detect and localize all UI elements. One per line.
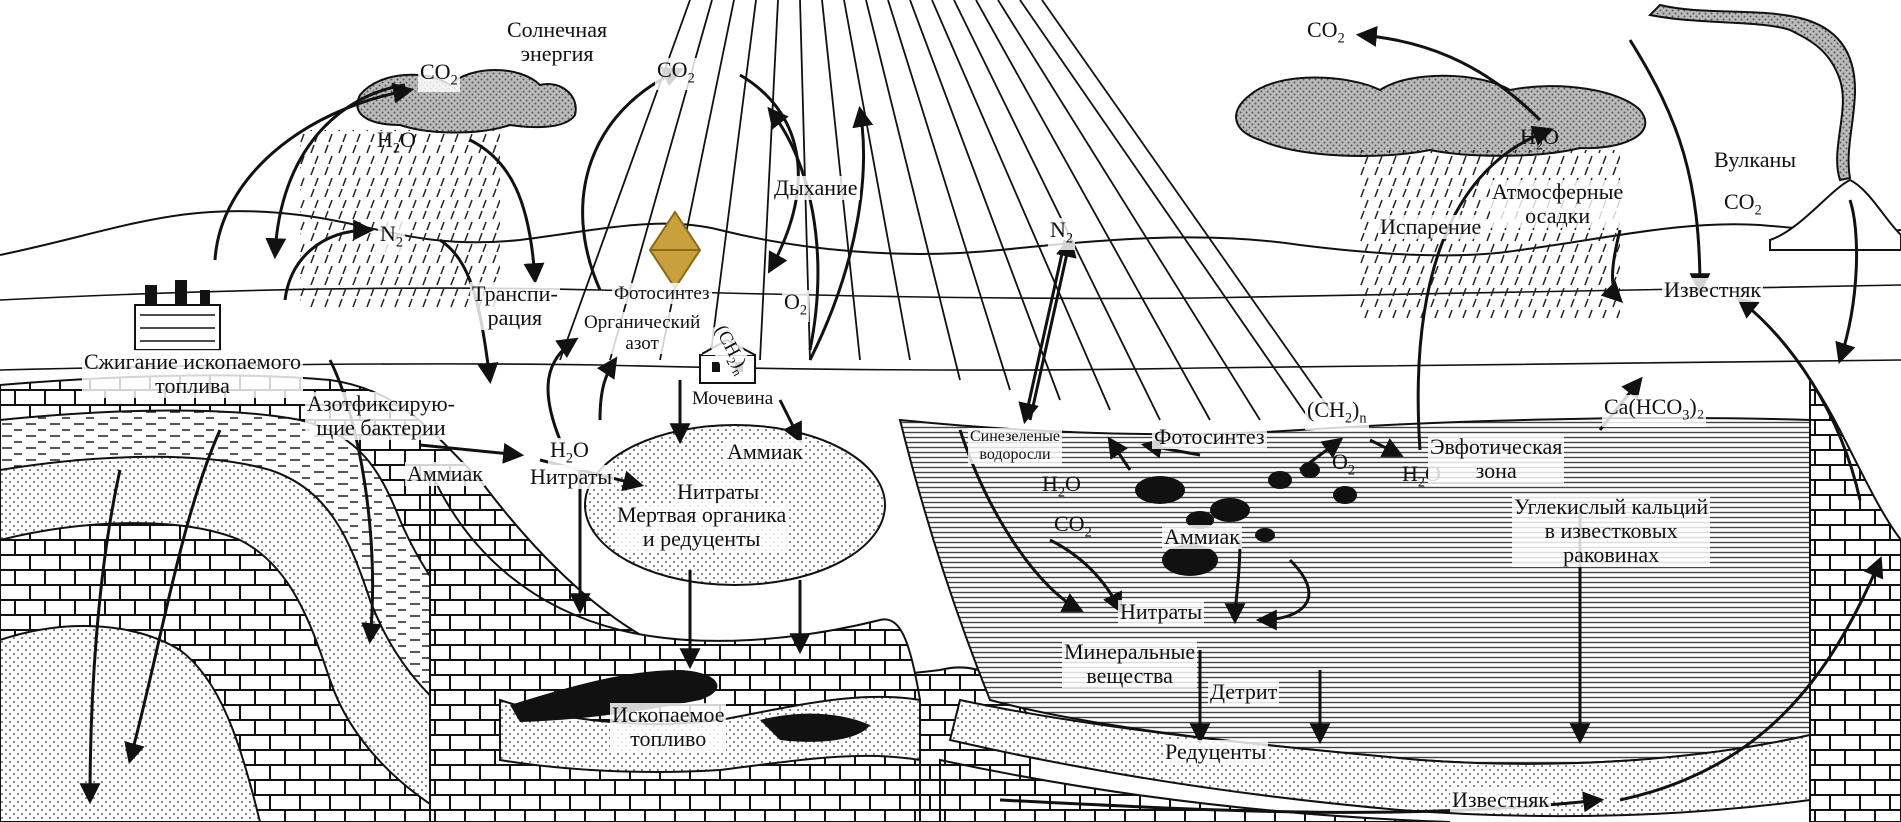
label-euphotic-zone: Эвфотическая зона xyxy=(1428,435,1564,483)
label-ammonia-water: Аммиак xyxy=(1162,525,1242,549)
label-ammonia-land-left: Аммиак xyxy=(405,462,485,486)
label-evaporation: Испарение xyxy=(1378,215,1483,239)
label-o2-water: O2 xyxy=(1330,450,1357,482)
label-limestone-bottom: Известняк xyxy=(1450,788,1551,812)
label-fossil-burning: Сжигание ископаемого топлива xyxy=(82,350,303,398)
label-solar-energy: Солнечная энергия xyxy=(505,18,609,66)
label-co2-top-right: CO2 xyxy=(1305,18,1347,50)
cloud-right xyxy=(1236,76,1645,156)
label-co2-volcano: CO2 xyxy=(1722,190,1764,222)
label-decomposers: Редуценты xyxy=(1163,740,1268,764)
label-n-fixing-bacteria: Азотфиксирую- щие бактерии xyxy=(305,392,457,440)
label-photosynthesis-land: Фотосинтез xyxy=(612,283,712,304)
label-limestone-right: Известняк xyxy=(1662,278,1763,302)
cloud-left xyxy=(357,70,575,133)
label-n2-left: N2 xyxy=(378,222,405,254)
label-organic-nitrogen: Органический азот xyxy=(582,312,702,354)
label-minerals: Минеральные вещества xyxy=(1062,640,1197,688)
label-dead-organics: Мертвая органика и редуценты xyxy=(615,503,788,551)
label-ca-hco3: Ca(HCO3)₂ xyxy=(1602,395,1706,427)
label-respiration: Дыхание xyxy=(772,176,860,200)
label-nitrates-water: Нитраты xyxy=(1118,600,1204,624)
label-o2-land: O2 xyxy=(782,290,809,322)
label-volcanoes: Вулканы xyxy=(1712,148,1798,172)
label-detritus: Детрит xyxy=(1208,680,1279,704)
label-co2-cloud: CO2 xyxy=(418,60,460,92)
label-n2-mid: N2 xyxy=(1048,218,1075,250)
label-co2-water: CO2 xyxy=(1052,512,1094,544)
label-photosynthesis-water: Фотосинтез xyxy=(1152,425,1267,449)
label-ch2o-water: (CH2)n xyxy=(1305,398,1369,430)
label-atmospheric-precipitation: Атмосферные осадки xyxy=(1490,180,1625,228)
label-h2o-cloud-left: H2O xyxy=(375,128,418,160)
ocean-right-wall xyxy=(1810,380,1901,822)
label-calcium-carbonate: Углекислый кальций в известковых раковин… xyxy=(1512,495,1710,567)
label-nitrates-land: Нитраты xyxy=(528,465,614,489)
label-transpiration: Транспи- рация xyxy=(470,282,560,330)
label-h2o-water: H2O xyxy=(1040,472,1083,504)
label-nitrates-land-2: Нитраты xyxy=(675,480,761,504)
label-ammonia-land: Аммиак xyxy=(725,440,805,464)
label-urea: Мочевина xyxy=(690,388,775,409)
label-cyanobacteria: Синезеленые водоросли xyxy=(968,428,1062,464)
label-co2-sun: CO2 xyxy=(655,58,697,90)
label-h2o-cloud-right: H2O xyxy=(1518,125,1561,157)
label-fossil-fuel: Ископаемое топливо xyxy=(610,703,726,751)
factory-icon xyxy=(135,280,220,350)
volcano xyxy=(1770,180,1901,250)
